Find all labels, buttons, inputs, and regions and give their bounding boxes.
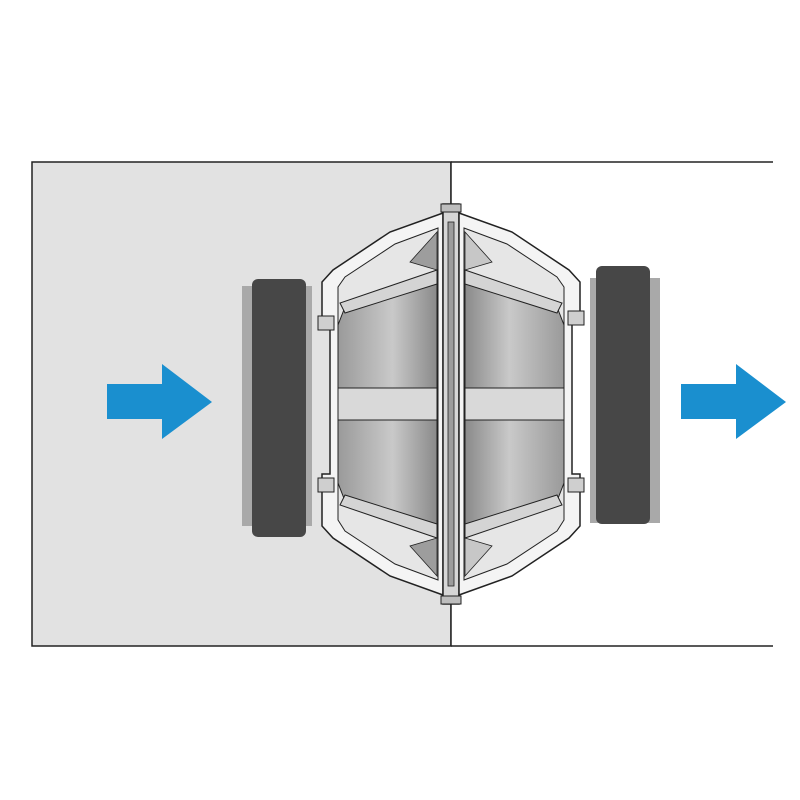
inflow-arrow-icon: [107, 364, 212, 439]
left-strut-top: [339, 269, 438, 314]
left-surround-bottom: [409, 537, 438, 578]
right-driver: [458, 211, 660, 597]
left-bracket-top: [317, 315, 335, 331]
flange-inner: [447, 221, 455, 587]
left-strut-bottom: [339, 494, 438, 539]
right-bracket-bottom: [567, 477, 585, 493]
right-magnet: [596, 266, 650, 524]
left-magnet: [252, 279, 306, 537]
right-strut-top: [464, 269, 563, 314]
left-surround-top: [409, 230, 438, 271]
flange-cap-top: [440, 203, 462, 213]
right-bracket-top: [567, 310, 585, 326]
mounting-flange: [440, 203, 462, 605]
outflow-arrow-icon: [681, 364, 786, 439]
right-center-band: [464, 387, 565, 421]
left-center-band: [337, 387, 438, 421]
flange-cap-bottom: [440, 595, 462, 605]
right-strut-bottom: [464, 494, 563, 539]
right-surround-top: [464, 230, 493, 271]
left-bracket-bottom: [317, 477, 335, 493]
right-surround-bottom: [464, 537, 493, 578]
left-driver: [242, 211, 444, 597]
